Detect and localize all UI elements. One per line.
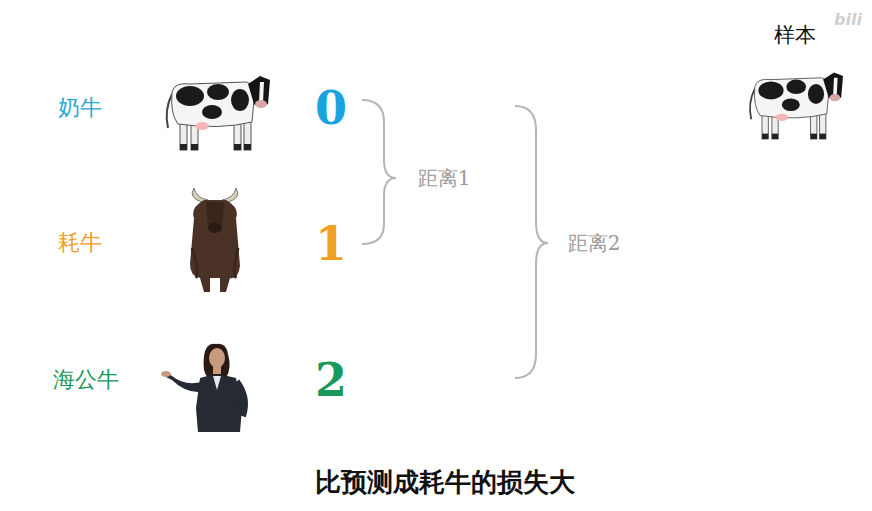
cow-picture [167, 76, 270, 150]
class-number: 2 [315, 354, 347, 407]
class-name: 奶牛 [58, 95, 102, 120]
class-name: 海公牛 [53, 367, 119, 392]
bracket [362, 100, 548, 378]
class-number: 1 [315, 218, 347, 271]
presenter-picture [161, 344, 244, 432]
sample-cow-picture [750, 72, 843, 139]
class-number: 0 [315, 82, 347, 135]
yak-picture [190, 188, 240, 292]
watermark: bili [834, 11, 862, 29]
subtitle-caption: 比预测成耗牛的损失大 [315, 468, 575, 498]
class-name: 耗牛 [58, 230, 102, 255]
distance-label: 距离2 [568, 232, 621, 255]
sample-label: 样本 [774, 23, 816, 47]
distance-label: 距离1 [418, 167, 471, 190]
